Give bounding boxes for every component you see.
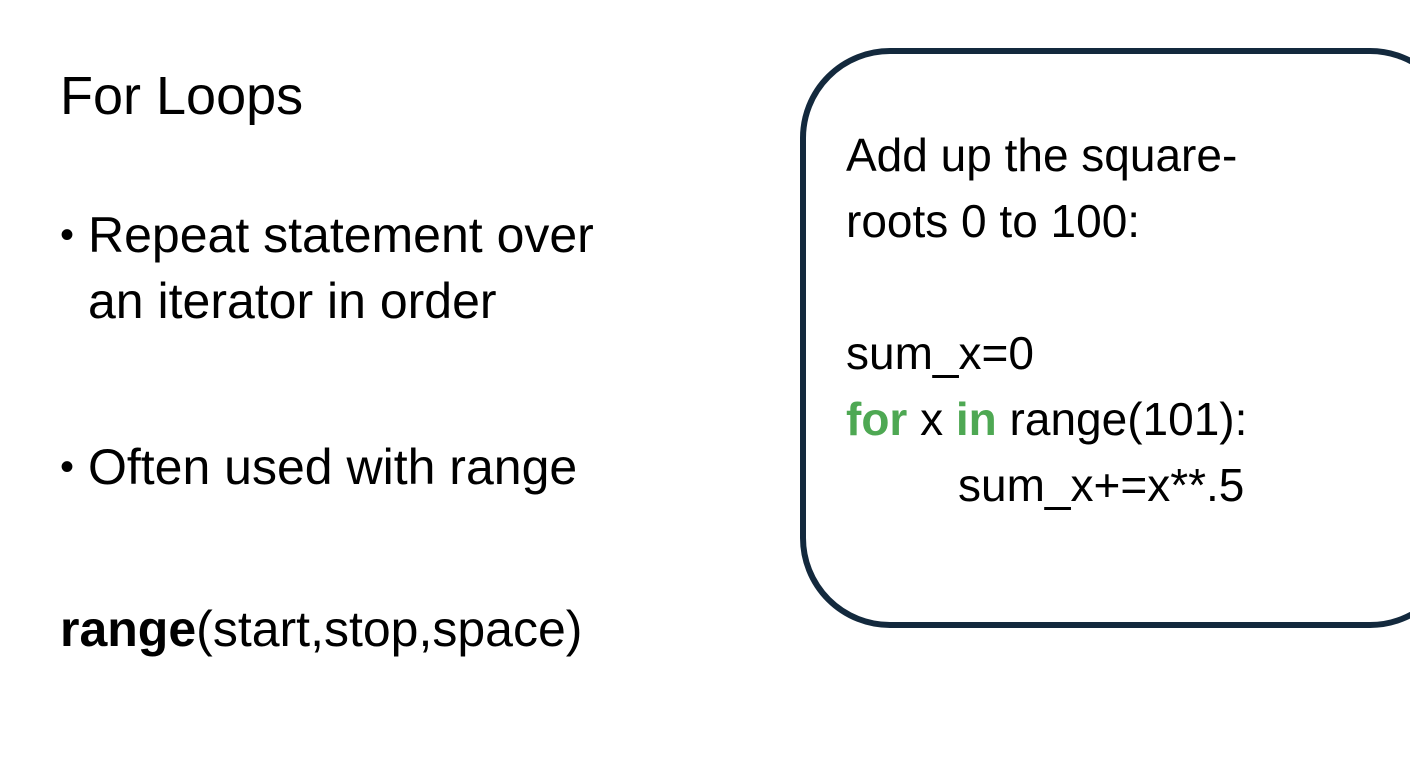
loop-iterable: range(101): (996, 393, 1248, 445)
loop-variable: x (907, 393, 956, 445)
example-spacer (846, 254, 1346, 320)
bullet-list: • Repeat statement over an iterator in o… (60, 202, 780, 500)
bullet-text-line: Often used with range (88, 439, 578, 495)
code-line-body: sum_x+=x**.5 (958, 459, 1245, 511)
example-code-box (800, 48, 1410, 628)
in-keyword: in (955, 393, 997, 445)
range-params: (start,stop,space) (196, 601, 583, 657)
code-line-init: sum_x=0 (846, 327, 1034, 379)
example-intro-line: Add up the square- (846, 129, 1238, 181)
bullet-dot-icon: • (60, 213, 75, 257)
bullet-item: • Repeat statement over an iterator in o… (60, 202, 780, 334)
range-keyword: range (60, 601, 197, 657)
slide-title: For Loops (60, 66, 304, 126)
bullet-item: • Often used with range (60, 434, 780, 500)
bullet-dot-icon: • (60, 445, 75, 489)
example-intro-line: roots 0 to 100: (846, 195, 1141, 247)
bullet-text-line: Repeat statement over (88, 207, 594, 263)
code-line-for: for x in range(101): (846, 386, 1346, 452)
bullet-text-line: an iterator in order (88, 273, 497, 329)
range-signature: range(start,stop,space) (60, 596, 582, 662)
example-box-content: Add up the square- roots 0 to 100: sum_x… (846, 122, 1346, 518)
for-keyword: for (846, 393, 908, 445)
